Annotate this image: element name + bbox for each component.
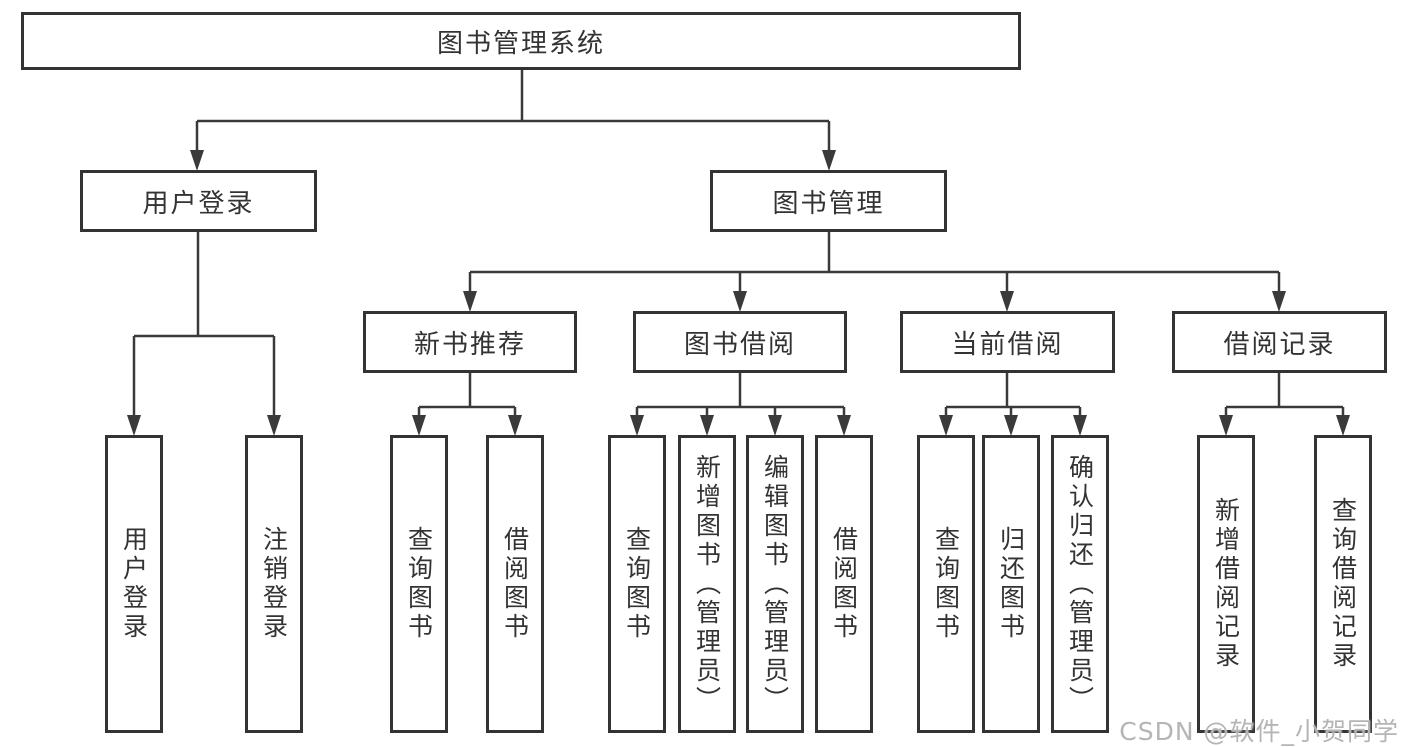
connector-book-management-to-level3 (463, 232, 1286, 312)
node-book-borrowing: 图书借阅 (633, 311, 847, 373)
leaf-newbook-query-books: 查询图书 (390, 435, 448, 733)
leaf-label: 借阅图书 (500, 526, 530, 642)
connector-user-login-to-leaves (127, 232, 281, 436)
node-book-management: 图书管理 (710, 170, 947, 232)
node-borrowing-records: 借阅记录 (1172, 311, 1387, 373)
leaf-user-login: 用户登录 (105, 435, 163, 733)
leaf-return-books: 归还图书 (982, 435, 1040, 733)
connector-root-to-level2 (190, 70, 836, 171)
node-library-management-system: 图书管理系统 (21, 12, 1021, 70)
leaf-label: 查询图书 (931, 526, 961, 642)
node-current-borrowing: 当前借阅 (900, 311, 1115, 373)
leaf-label: 查询图书 (404, 526, 434, 642)
leaf-add-borrow-record: 新增借阅记录 (1197, 435, 1255, 733)
leaf-newbook-borrow-books: 借阅图书 (486, 435, 544, 733)
node-new-book-recommend: 新书推荐 (363, 311, 577, 373)
connector-current-borrowing-to-leaves (939, 373, 1087, 436)
leaf-label: 新增借阅记录 (1211, 497, 1241, 671)
leaf-borrowing-query-books: 查询图书 (608, 435, 666, 733)
node-user-login: 用户登录 (80, 170, 317, 232)
connector-book-borrowing-to-leaves (630, 373, 851, 436)
leaf-add-book-admin: 新增图书（管理员） (678, 435, 736, 733)
leaf-edit-book-admin: 编辑图书（管理员） (746, 435, 804, 733)
leaf-label: 新增图书（管理员） (692, 453, 722, 715)
leaf-borrowing-borrow-books: 借阅图书 (815, 435, 873, 733)
leaf-current-query-books: 查询图书 (917, 435, 975, 733)
leaf-query-borrow-record: 查询借阅记录 (1314, 435, 1372, 733)
connector-borrowing-records-to-leaves (1219, 373, 1350, 436)
leaf-label: 归还图书 (996, 526, 1026, 642)
leaf-label: 查询图书 (622, 526, 652, 642)
leaf-confirm-return-admin: 确认归还（管理员） (1051, 435, 1109, 733)
leaf-logout: 注销登录 (245, 435, 303, 733)
leaf-label: 借阅图书 (829, 526, 859, 642)
leaf-label: 注销登录 (259, 526, 289, 642)
leaf-label: 编辑图书（管理员） (760, 453, 790, 715)
csdn-watermark: CSDN @软件_小贺同学 (1119, 717, 1399, 746)
leaf-label: 确认归还（管理员） (1065, 453, 1095, 715)
leaf-label: 查询借阅记录 (1328, 497, 1358, 671)
connector-new-book-to-leaves (412, 373, 522, 436)
leaf-label: 用户登录 (119, 526, 149, 642)
